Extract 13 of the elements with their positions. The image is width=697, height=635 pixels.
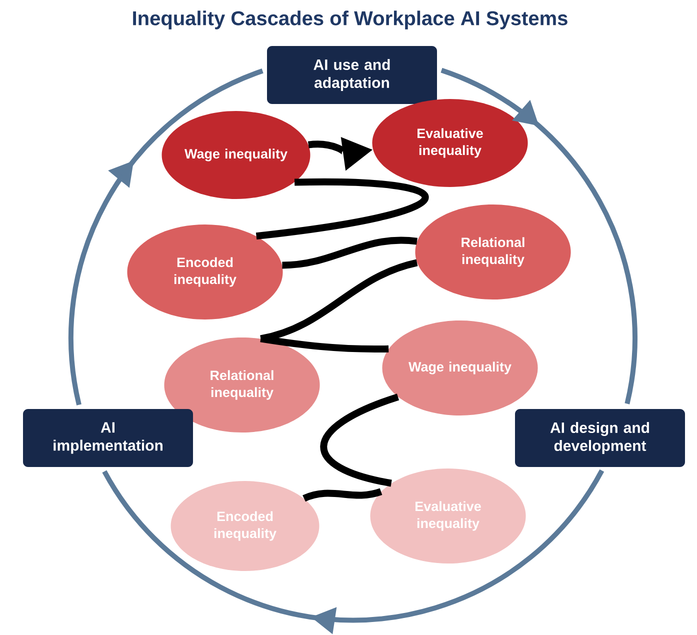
- cycle-arrow: [102, 469, 604, 634]
- wavy-line: [256, 178, 428, 240]
- cycle-arrow: [68, 68, 264, 406]
- wavy-line: [260, 259, 418, 342]
- cycle-arrow: [440, 68, 638, 404]
- stage-box: AI use and adaptation: [267, 46, 437, 104]
- wavy-line: [260, 335, 389, 352]
- stage-box: AI design and development: [515, 409, 685, 467]
- wavy-line: [302, 488, 382, 502]
- stage-box: AI implementation: [23, 409, 193, 467]
- title: Inequality Cascades of Workplace AI Systems: [133, 10, 568, 30]
- wavy-line: [320, 394, 400, 487]
- wavy-line: [282, 236, 418, 269]
